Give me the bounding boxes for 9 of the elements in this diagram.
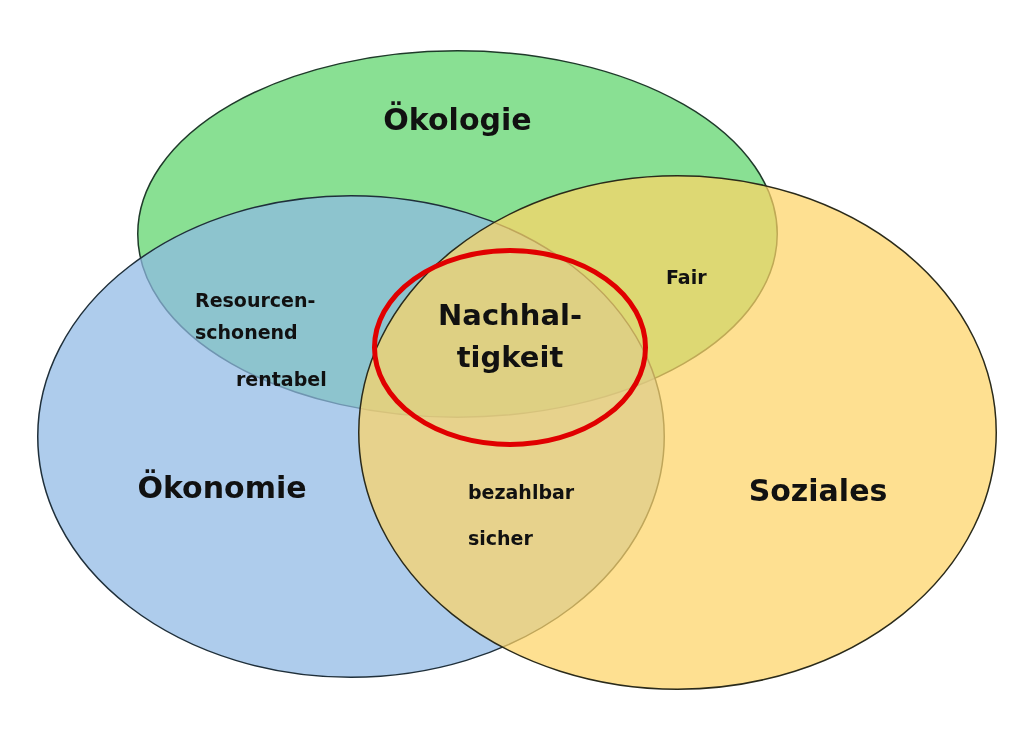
circle-title: Ökologie xyxy=(382,102,533,137)
overlap-label: sicher xyxy=(468,527,533,549)
center-label: Nachhal- tigkeit xyxy=(437,297,583,377)
overlap-label: Fair xyxy=(666,266,707,288)
circle-title: Soziales xyxy=(747,473,889,508)
circle-title: Ökonomie xyxy=(136,470,308,505)
overlap-label: bezahlbar xyxy=(468,481,575,503)
overlap-label: Resourcen- schonend xyxy=(195,288,317,346)
overlap-label: rentabel xyxy=(236,368,327,390)
